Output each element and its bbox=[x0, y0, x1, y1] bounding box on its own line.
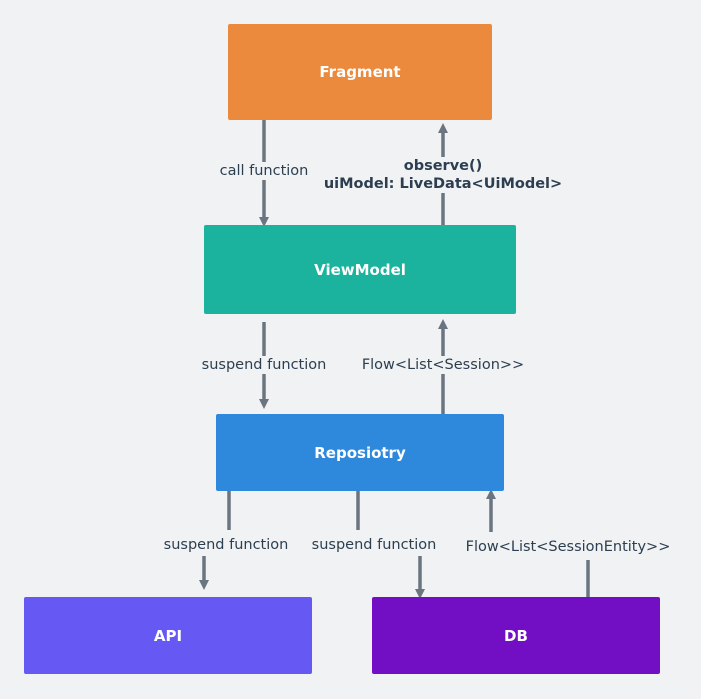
viewmodel-node: ViewModel bbox=[204, 225, 516, 314]
api-node: API bbox=[24, 597, 312, 674]
edge-label-observe: observe() uiModel: LiveData<UiModel> bbox=[323, 157, 563, 194]
fragment-node-label: Fragment bbox=[319, 63, 401, 81]
edge-label-call-function: call function bbox=[219, 162, 309, 181]
db-node-label: DB bbox=[504, 626, 528, 645]
edge-label-vm-suspend-function: suspend function bbox=[201, 356, 327, 375]
edge-label-flow-session: Flow<List<Session>> bbox=[361, 356, 525, 375]
fragment-node: Fragment bbox=[228, 24, 492, 120]
edge-label-flow-session-entity: Flow<List<SessionEntity>> bbox=[465, 538, 671, 557]
edge-label-observe-line1: observe() bbox=[403, 158, 483, 174]
edge-label-api-suspend-function: suspend function bbox=[163, 536, 289, 555]
repository-node-label: Reposiotry bbox=[314, 443, 406, 462]
edge-label-observe-line2: uiModel: LiveData<UiModel> bbox=[323, 176, 563, 193]
db-node: DB bbox=[372, 597, 660, 674]
viewmodel-node-label: ViewModel bbox=[314, 260, 406, 279]
repository-node: Reposiotry bbox=[216, 414, 504, 491]
api-node-label: API bbox=[153, 626, 183, 645]
edge-label-db-suspend-function: suspend function bbox=[311, 536, 437, 555]
